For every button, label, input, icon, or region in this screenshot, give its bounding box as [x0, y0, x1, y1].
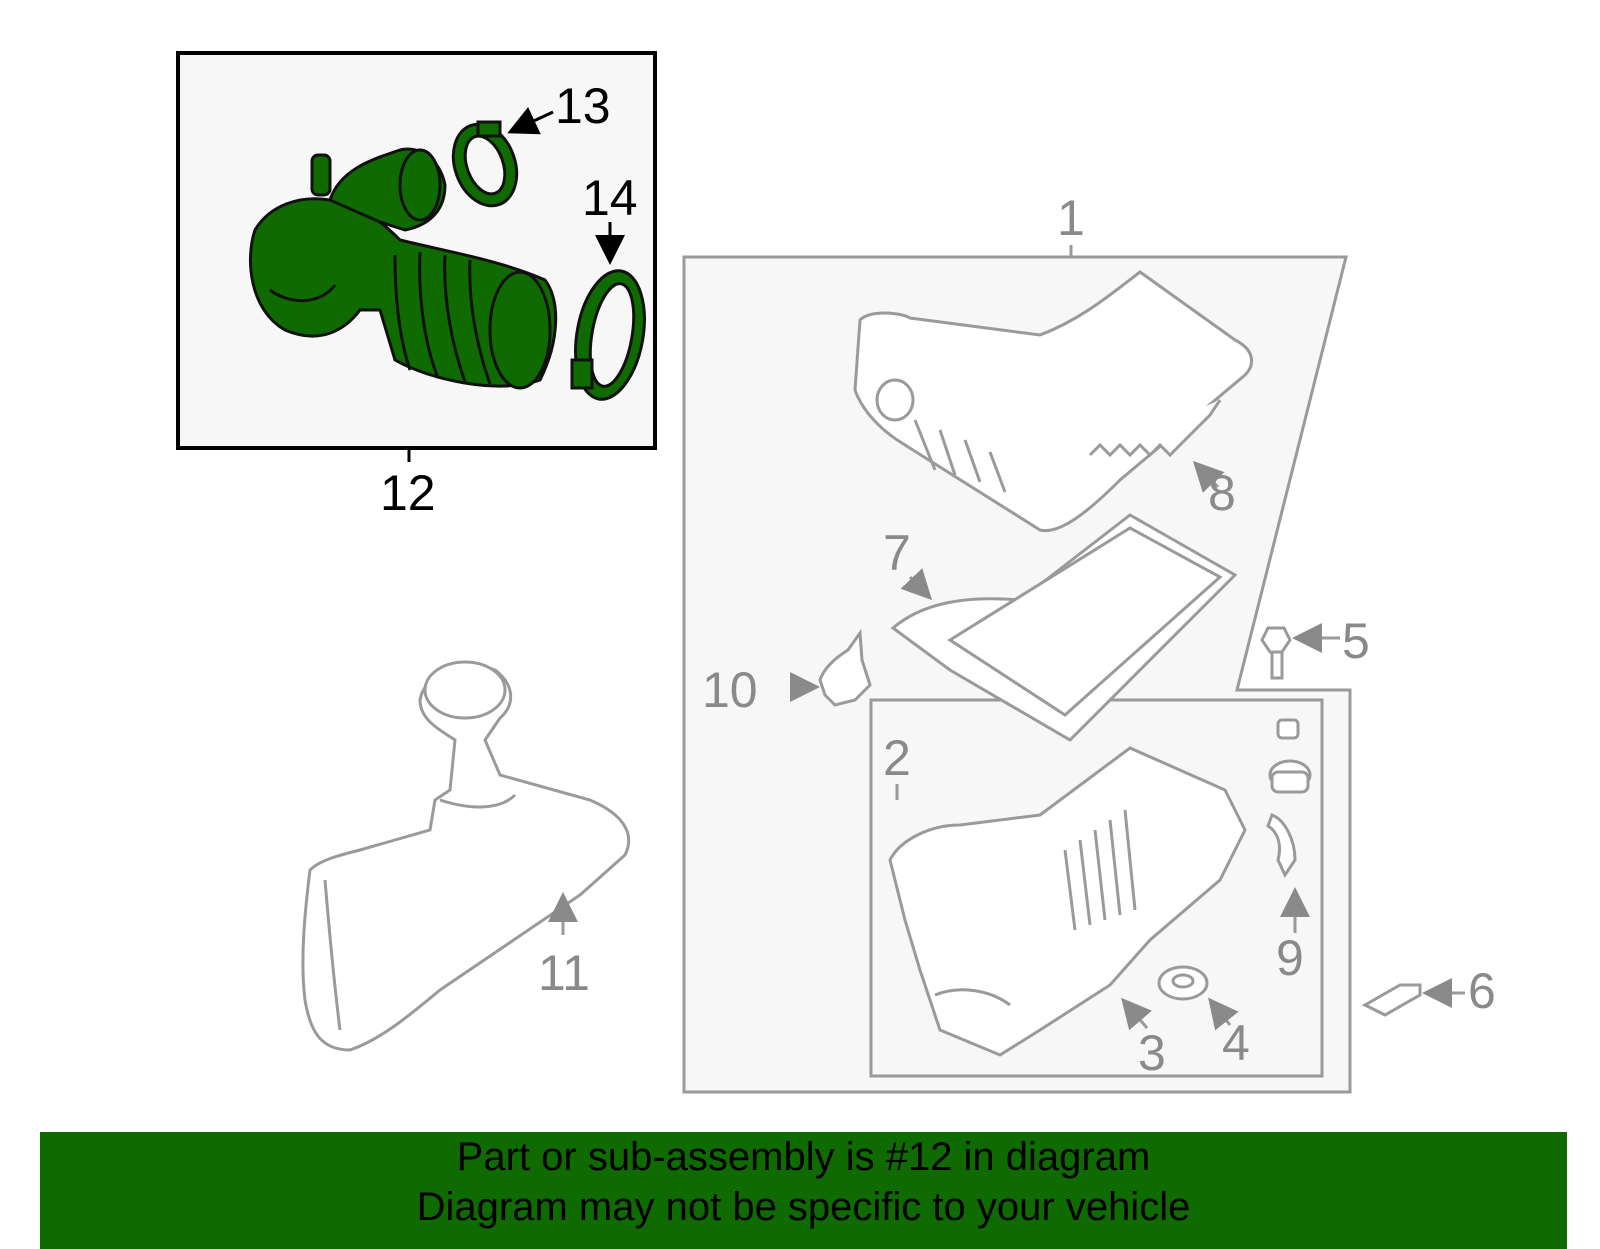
clip-6-part — [1361, 983, 1422, 1017]
arrow-7 — [900, 568, 933, 601]
arrow-4 — [1208, 997, 1239, 1031]
housing-opening — [934, 988, 1011, 1007]
air-cleaner-assembly — [682, 245, 1465, 1094]
upper-cover-part — [853, 270, 1254, 533]
banner-line-2: Diagram may not be specific to your vehi… — [416, 1185, 1191, 1229]
callout-10: 10 — [702, 662, 758, 718]
housing-shell — [888, 746, 1247, 1057]
callout-12: 12 — [380, 465, 436, 521]
callout-13: 13 — [555, 78, 611, 134]
parts-diagram: 1 2 3 4 5 6 7 8 9 10 11 12 13 14 — [176, 51, 1496, 1094]
inlet-resonator-11-part — [301, 660, 631, 1052]
arrow-3 — [1121, 997, 1152, 1031]
resonator-cap — [423, 660, 507, 720]
clamp-13-screw — [476, 120, 502, 138]
callout-2: 2 — [883, 730, 911, 786]
bolt-head — [1260, 626, 1292, 654]
cover-shell — [853, 270, 1254, 533]
cover-port — [875, 378, 915, 422]
stud — [1276, 718, 1300, 740]
info-banner: Part or sub-assembly is #12 in diagram D… — [40, 1132, 1567, 1249]
mount-9-parts — [1266, 718, 1312, 879]
callout-11: 11 — [538, 945, 590, 1001]
intake-duct-part — [249, 147, 558, 390]
bolt-shank — [1270, 650, 1284, 680]
cover-ribs — [1088, 399, 1222, 458]
inset-assembly-12 — [176, 51, 657, 462]
grommet-inner — [1171, 973, 1195, 989]
callout-labels: 1 2 3 4 5 6 7 8 9 10 11 12 13 14 — [380, 78, 1496, 1081]
cover-clips — [913, 419, 1007, 493]
duct-outlet — [488, 270, 552, 390]
resonator-collar — [439, 793, 517, 809]
housing-ribs — [1063, 809, 1137, 931]
clamp-14-part — [570, 269, 646, 401]
arrow-13 — [507, 107, 554, 135]
filter-media — [947, 526, 1223, 717]
callout-5: 5 — [1342, 613, 1370, 669]
filter-element-part — [890, 513, 1238, 742]
callout-9: 9 — [1276, 930, 1304, 986]
callout-14: 14 — [582, 170, 638, 226]
resonator-lip — [323, 879, 342, 1031]
callout-7: 7 — [883, 525, 911, 581]
clamp-13-part — [451, 120, 519, 208]
callout-3: 3 — [1138, 1025, 1166, 1081]
sensor-port — [310, 153, 332, 197]
arrow-8 — [1192, 460, 1225, 493]
lower-housing-part — [888, 746, 1247, 1057]
clamp-13-inner — [463, 134, 507, 196]
banner-line-1: Part or sub-assembly is #12 in diagram — [456, 1135, 1151, 1179]
resonator-body — [301, 664, 631, 1052]
bellows-ribs — [393, 251, 492, 385]
grommet-4-part — [1157, 965, 1209, 1001]
duct-bend-line — [269, 284, 337, 303]
callout-1: 1 — [1057, 190, 1085, 246]
bracket-9 — [1266, 813, 1297, 879]
neck-opening — [398, 148, 442, 222]
callout-4: 4 — [1222, 1015, 1250, 1071]
bolt-5-part — [1260, 626, 1292, 680]
callout-8: 8 — [1208, 465, 1236, 521]
bushing-body — [1270, 770, 1310, 794]
callout-6: 6 — [1468, 963, 1496, 1019]
clamp-14-screw — [570, 358, 594, 390]
sensor-10-part — [818, 628, 872, 707]
clamp-14-inner — [588, 282, 636, 388]
